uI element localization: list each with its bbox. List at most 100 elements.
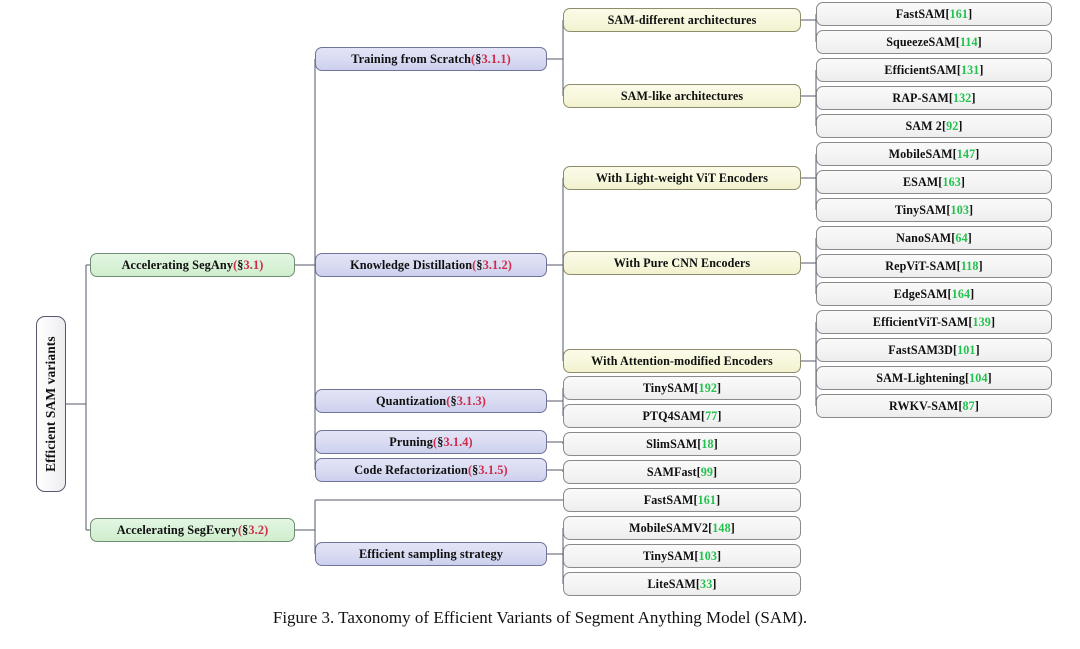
node-label: Quantization xyxy=(376,393,447,408)
citation-reference: [118] xyxy=(956,258,983,273)
leaf-node-sam-lightening-2[interactable]: SAM-Lightening [104] xyxy=(816,366,1052,390)
node-label: Pruning xyxy=(389,434,433,449)
citation-reference: [132] xyxy=(948,90,976,105)
model-name: TinySAM xyxy=(894,202,947,217)
subcategory-node-with-attention-modified-encoders[interactable]: With Attention-modified Encoders xyxy=(563,349,801,373)
model-name: PTQ4SAM xyxy=(642,408,701,423)
leaf-node-rap-sam-1[interactable]: RAP-SAM [132] xyxy=(816,86,1052,110)
section-reference: (§3.1.5) xyxy=(467,462,508,477)
citation-reference: [92] xyxy=(941,118,963,133)
category-node-pruning[interactable]: Pruning (§3.1.4) xyxy=(315,430,547,454)
branch-node-accelerating-segevery[interactable]: Accelerating SegEvery (§3.2) xyxy=(90,518,295,542)
root-label: Efficient SAM variants xyxy=(42,336,58,472)
leaf-node-edgesam-2[interactable]: EdgeSAM [164] xyxy=(816,282,1052,306)
citation-reference: [161] xyxy=(945,6,973,21)
node-label: Knowledge Distillation xyxy=(350,257,473,272)
model-name: EfficientSAM xyxy=(884,62,957,77)
leaf-node-tinysam-0[interactable]: TinySAM [192] xyxy=(563,376,801,400)
node-label: With Light-weight ViT Encoders xyxy=(595,170,769,185)
citation-reference: [103] xyxy=(694,548,722,563)
model-name: TinySAM xyxy=(642,380,695,395)
leaf-node-slimsam-0[interactable]: SlimSAM [18] xyxy=(563,432,801,456)
citation-reference: [139] xyxy=(968,314,996,329)
citation-reference: [114] xyxy=(955,34,982,49)
model-name: MobileSAM xyxy=(888,146,953,161)
model-name: FastSAM3D xyxy=(888,342,953,357)
leaf-node-repvit-sam-1[interactable]: RepViT-SAM [118] xyxy=(816,254,1052,278)
citation-reference: [104] xyxy=(965,370,992,385)
citation-reference: [18] xyxy=(697,436,718,451)
leaf-node-sam-2-2[interactable]: SAM 2 [92] xyxy=(816,114,1052,138)
node-label: With Attention-modified Encoders xyxy=(591,353,773,368)
leaf-node-fastsam3d-1[interactable]: FastSAM3D [101] xyxy=(816,338,1052,362)
model-name: ESAM xyxy=(902,174,939,189)
leaf-node-ptq4sam-1[interactable]: PTQ4SAM [77] xyxy=(563,404,801,428)
subcategory-node-sam-different-architectures[interactable]: SAM-different architectures xyxy=(563,8,801,32)
leaf-node-efficientvit-sam-0[interactable]: EfficientViT-SAM [139] xyxy=(816,310,1052,334)
subcategory-node-with-light-weight-vit-encoders[interactable]: With Light-weight ViT Encoders xyxy=(563,166,801,190)
citation-reference: [161] xyxy=(693,492,721,507)
citation-reference: [64] xyxy=(951,230,972,245)
node-label: Accelerating SegEvery xyxy=(116,522,238,537)
branch-node-accelerating-segany[interactable]: Accelerating SegAny (§3.1) xyxy=(90,253,295,277)
section-reference: (§3.1) xyxy=(233,257,264,272)
citation-reference: [103] xyxy=(946,202,974,217)
model-name: SAM 2 xyxy=(905,118,942,133)
citation-reference: [148] xyxy=(708,520,735,535)
category-node-code-refactorization[interactable]: Code Refactorization (§3.1.5) xyxy=(315,458,547,482)
node-label: Efficient sampling strategy xyxy=(358,546,504,561)
leaf-node-rwkv-sam-3[interactable]: RWKV-SAM [87] xyxy=(816,394,1052,418)
model-name: EfficientViT-SAM xyxy=(872,314,969,329)
section-reference: (§3.1.1) xyxy=(471,51,511,66)
leaf-node-samfast-0[interactable]: SAMFast [99] xyxy=(563,460,801,484)
category-node-efficient-sampling-strategy[interactable]: Efficient sampling strategy xyxy=(315,542,547,566)
node-label: SAM-different architectures xyxy=(607,12,757,27)
model-name: MobileSAMV2 xyxy=(629,520,709,535)
root-node[interactable]: Efficient SAM variants xyxy=(36,316,66,492)
section-reference: (§3.1.4) xyxy=(433,434,473,449)
leaf-node-esam-1[interactable]: ESAM [163] xyxy=(816,170,1052,194)
leaf-node-efficientsam-0[interactable]: EfficientSAM [131] xyxy=(816,58,1052,82)
leaf-node-mobilesam-0[interactable]: MobileSAM [147] xyxy=(816,142,1052,166)
leaf-node-tinysam-1[interactable]: TinySAM [103] xyxy=(563,544,801,568)
citation-reference: [99] xyxy=(696,464,718,479)
model-name: SlimSAM xyxy=(646,436,698,451)
section-reference: (§3.1.2) xyxy=(472,257,512,272)
leaf-node-mobilesamv2-0[interactable]: MobileSAMV2 [148] xyxy=(563,516,801,540)
model-name: NanoSAM xyxy=(896,230,952,245)
model-name: EdgeSAM xyxy=(893,286,948,301)
node-label: Training from Scratch xyxy=(351,51,472,66)
model-name: FastSAM xyxy=(643,492,694,507)
leaf-node-tinysam-2[interactable]: TinySAM [103] xyxy=(816,198,1052,222)
model-name: SAMFast xyxy=(646,464,697,479)
citation-reference: [33] xyxy=(695,576,717,591)
category-node-knowledge-distillation[interactable]: Knowledge Distillation (§3.1.2) xyxy=(315,253,547,277)
leaf-node-fastsam-0[interactable]: FastSAM [161] xyxy=(816,2,1052,26)
citation-reference: [147] xyxy=(952,146,980,161)
model-name: LiteSAM xyxy=(647,576,696,591)
leaf-node-litesam-2[interactable]: LiteSAM [33] xyxy=(563,572,801,596)
section-reference: (§3.2) xyxy=(237,522,269,537)
citation-reference: [131] xyxy=(956,62,984,77)
leaf-node-fastsam-0[interactable]: FastSAM [161] xyxy=(563,488,801,512)
model-name: SAM-Lightening xyxy=(876,370,966,385)
leaf-node-nanosam-0[interactable]: NanoSAM [64] xyxy=(816,226,1052,250)
node-label: Accelerating SegAny xyxy=(121,257,234,272)
citation-reference: [101] xyxy=(953,342,980,357)
model-name: RepViT-SAM xyxy=(885,258,957,273)
subcategory-node-sam-like-architectures[interactable]: SAM-like architectures xyxy=(563,84,801,108)
category-node-training-from-scratch[interactable]: Training from Scratch (§3.1.1) xyxy=(315,47,547,71)
model-name: RAP-SAM xyxy=(892,90,949,105)
citation-reference: [164] xyxy=(947,286,975,301)
citation-reference: [163] xyxy=(938,174,966,189)
model-name: RWKV-SAM xyxy=(889,398,959,413)
subcategory-node-with-pure-cnn-encoders[interactable]: With Pure CNN Encoders xyxy=(563,251,801,275)
node-label: Code Refactorization xyxy=(354,462,468,477)
model-name: SqueezeSAM xyxy=(886,34,956,49)
section-reference: (§3.1.3) xyxy=(446,393,486,408)
leaf-node-squeezesam-1[interactable]: SqueezeSAM [114] xyxy=(816,30,1052,54)
citation-reference: [87] xyxy=(958,398,979,413)
model-name: TinySAM xyxy=(642,548,695,563)
category-node-quantization[interactable]: Quantization (§3.1.3) xyxy=(315,389,547,413)
